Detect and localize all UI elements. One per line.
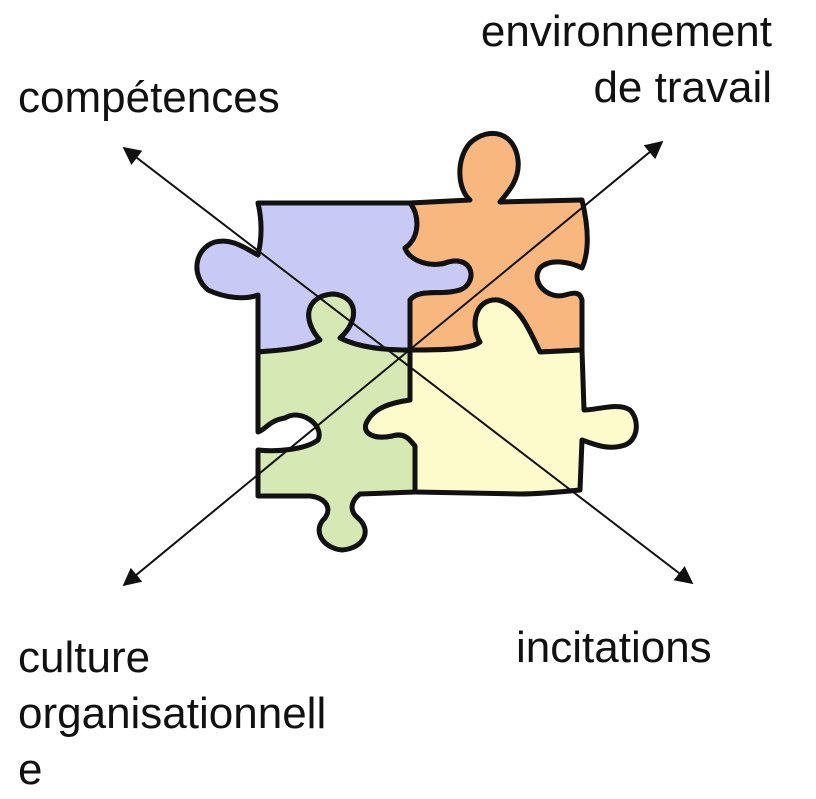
label-competences-line-1: compétences [18, 73, 280, 122]
label-incitations: incitations [516, 620, 712, 676]
label-environnement-line-1: environnement [480, 7, 772, 56]
label-culture-organisationnelle: culture organisationnell e [18, 630, 326, 798]
label-environnement-line-2: de travail [593, 63, 772, 112]
arrow-top-right-bottom-left [122, 140, 664, 587]
label-culture-line-2: organisationnell [18, 689, 327, 738]
label-competences: compétences [18, 70, 280, 126]
label-environnement-de-travail: environnement de travail [481, 4, 772, 116]
label-culture-line-3: e [18, 745, 43, 794]
label-culture-line-1: culture [18, 633, 151, 682]
label-incitations-line-1: incitations [516, 623, 712, 672]
